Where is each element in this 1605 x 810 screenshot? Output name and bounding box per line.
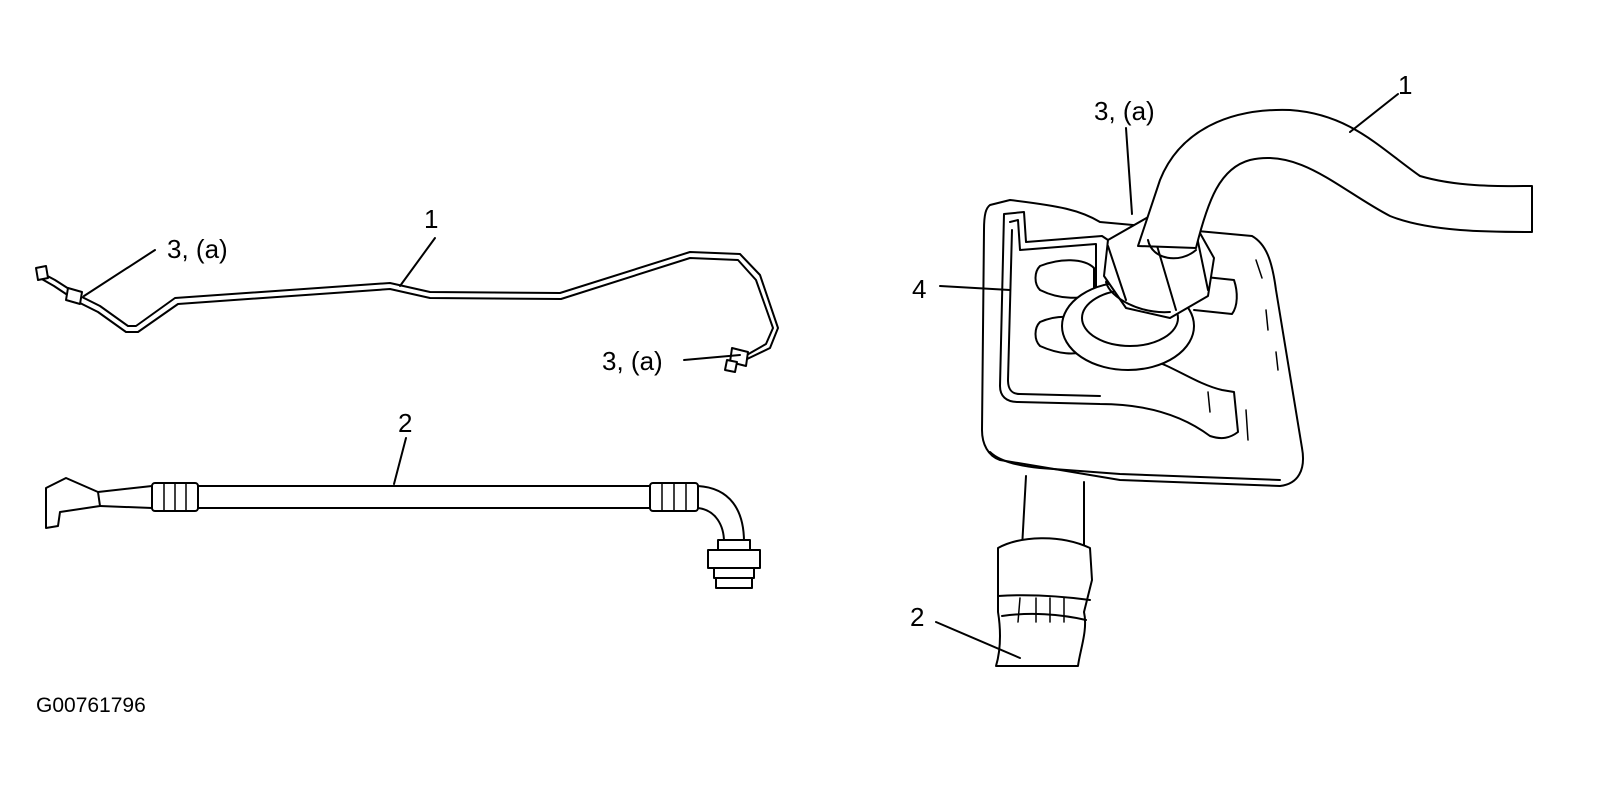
figure-id: G00761796 <box>36 694 146 717</box>
tube-nut-left <box>65 287 83 305</box>
leader-hose-right <box>935 621 1021 659</box>
label-bracket: 4 <box>912 274 927 304</box>
label-hose-left: 2 <box>398 408 413 438</box>
leader-tube-right <box>1349 93 1399 133</box>
hose-right-view <box>995 475 1093 667</box>
hose-ferrule-right-view <box>995 537 1093 667</box>
label-fitting-right-left: 3, (a) <box>602 346 663 376</box>
bracket-slot-upper <box>1034 259 1095 299</box>
hose-end-left <box>45 477 101 529</box>
tube-assembly-left <box>35 251 779 373</box>
leader-bracket <box>939 285 1011 291</box>
hose-hex-fitting <box>707 549 761 569</box>
tube-end-left <box>35 265 49 281</box>
leader-fitting-top <box>83 249 156 297</box>
leader-tube-left <box>399 237 436 287</box>
leader-fitting-right-view <box>1125 127 1133 215</box>
leader-hose-left <box>393 437 407 485</box>
label-tube-left: 1 <box>424 204 439 234</box>
leader-fitting-right <box>683 354 741 361</box>
label-fitting-right: 3, (a) <box>1094 96 1155 126</box>
label-fitting-top-left: 3, (a) <box>167 234 228 264</box>
label-tube-right: 1 <box>1398 70 1413 100</box>
label-hose-right: 2 <box>910 602 925 632</box>
hose-assembly-left <box>45 477 761 589</box>
tube-right-view <box>1137 108 1533 260</box>
tube-end-right <box>724 359 738 373</box>
